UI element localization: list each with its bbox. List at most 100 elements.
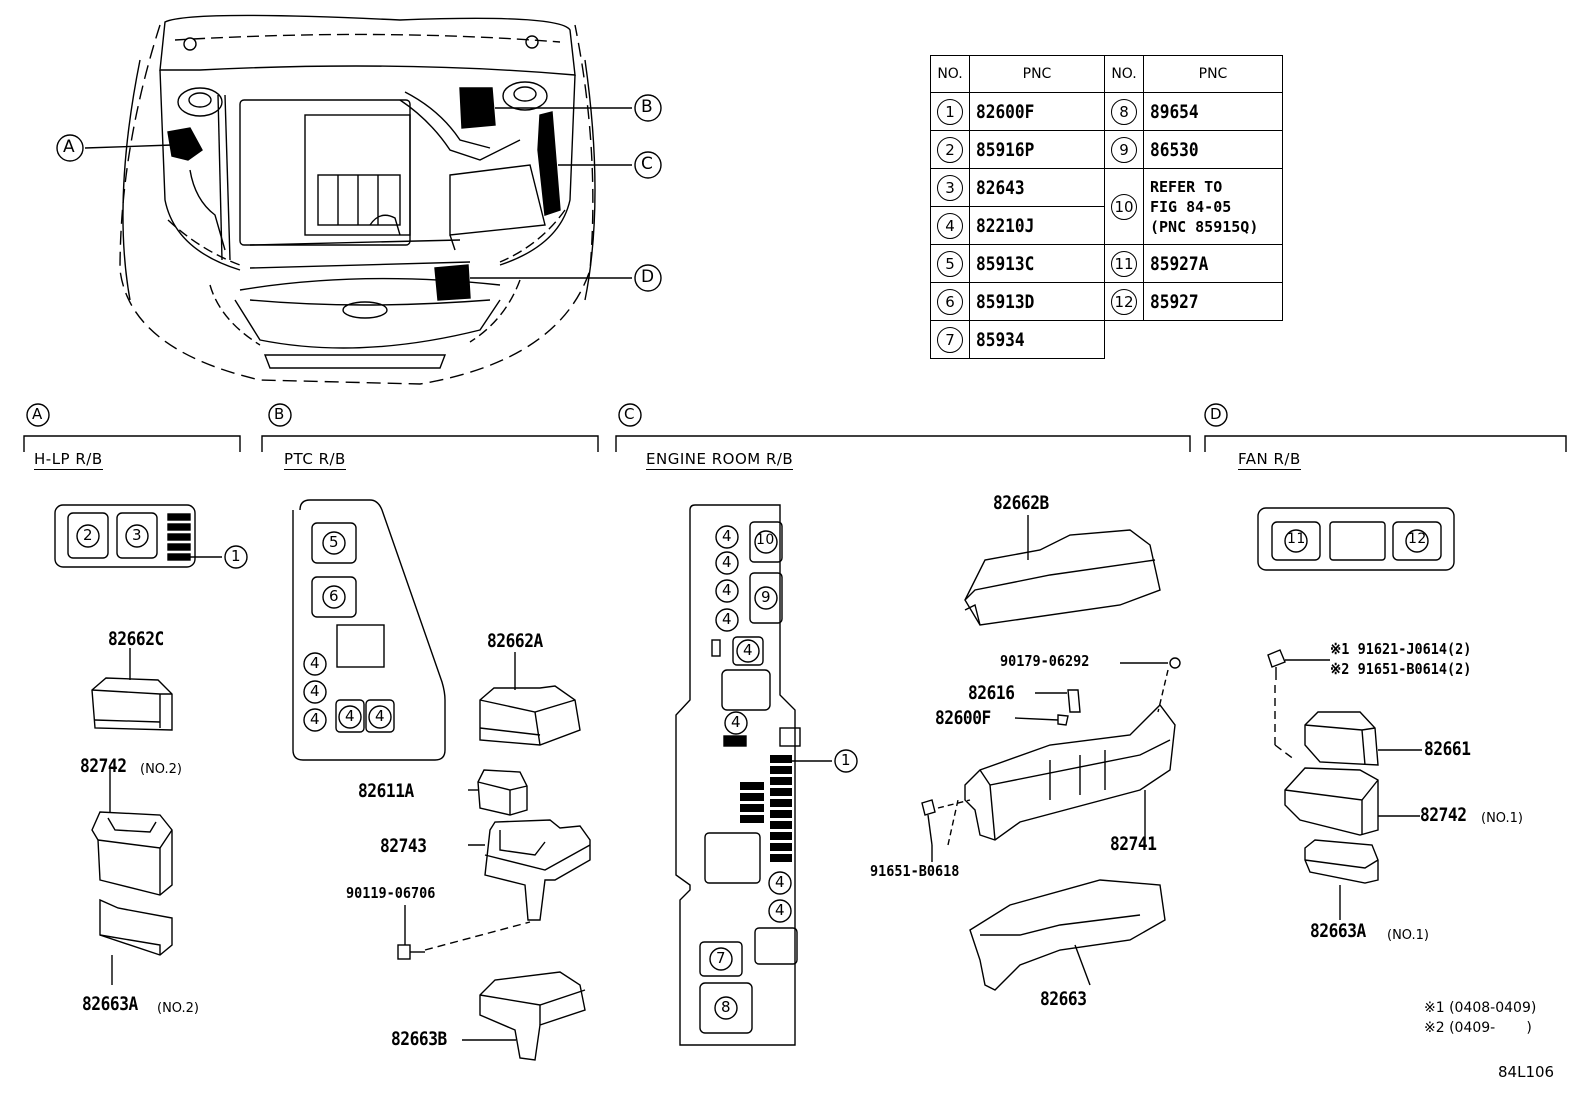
section-letter-a: A <box>32 405 43 423</box>
callout-c: C <box>641 154 654 174</box>
figure-id: 84L106 <box>1498 1063 1555 1081</box>
part-82663b: 82663B <box>391 1028 447 1050</box>
box-number: 7 <box>716 949 727 967</box>
pnc-value: 82600F <box>976 100 1035 123</box>
box-number: 4 <box>731 713 742 731</box>
date-note-2: ※2 (0409- ) <box>1424 1020 1532 1036</box>
section-b-drawing <box>292 499 591 1061</box>
box-number: 11 <box>1287 531 1306 547</box>
pnc-value: 82210J <box>976 214 1035 237</box>
callout-b: B <box>641 97 654 117</box>
part-82742-no1-note: (NO.1) <box>1481 811 1523 826</box>
section-title-a: H-LP R/B <box>34 450 103 470</box>
box-number: 9 <box>761 588 772 606</box>
table-row: 7 85934 <box>930 320 1283 359</box>
box-number: 1 <box>231 547 242 565</box>
box-number: 1 <box>841 751 852 769</box>
part-82663a-no1-note: (NO.1) <box>1387 928 1429 943</box>
row-number: 12 <box>1111 288 1137 315</box>
box-number: 4 <box>775 873 786 891</box>
section-letter-d: D <box>1210 405 1223 423</box>
row-number: 5 <box>937 250 963 277</box>
part-82661: 82661 <box>1424 738 1471 760</box>
section-a-drawing <box>54 504 248 985</box>
part-82663a-no1: 82663A <box>1310 920 1366 942</box>
table-header-row: NO. PNC NO. PNC <box>930 55 1283 93</box>
pnc-value: 85916P <box>976 138 1035 161</box>
table-header: NO. <box>1104 55 1144 93</box>
refer-note: REFER TO FIG 84-05 (PNC 85915Q) <box>1143 168 1283 245</box>
part-82616: 82616 <box>968 682 1015 704</box>
engine-bay-illustration <box>84 14 632 385</box>
box-number: 10 <box>756 532 775 548</box>
refer-line: (PNC 85915Q) <box>1150 217 1259 236</box>
part-91621-j0614: ※1 91621-J0614(2) <box>1330 640 1472 658</box>
part-82611a: 82611A <box>358 780 414 802</box>
box-number: 4 <box>345 707 356 725</box>
part-82742-no2-note: (NO.2) <box>140 762 182 777</box>
box-number: 4 <box>310 682 321 700</box>
pnc-value: 82643 <box>976 176 1025 199</box>
refer-line: FIG 84-05 <box>1150 197 1232 216</box>
box-number: 4 <box>722 581 733 599</box>
table-header: PNC <box>969 55 1105 93</box>
box-number: 4 <box>743 641 754 659</box>
table-row: 1 82600F 8 89654 <box>930 92 1283 131</box>
box-number: 4 <box>722 527 733 545</box>
row-number: 2 <box>937 136 963 163</box>
table-row: 2 85916P 9 86530 <box>930 130 1283 169</box>
box-number: 8 <box>721 998 732 1016</box>
pnc-table: NO. PNC NO. PNC 1 82600F 8 89654 2 85916… <box>930 55 1283 359</box>
part-82662b: 82662B <box>993 492 1049 514</box>
table-row: 3 82643 10 REFER TO FIG 84-05 (PNC 85915… <box>930 168 1283 245</box>
part-91651-b0614: ※2 91651-B0614(2) <box>1330 660 1472 678</box>
box-number: 2 <box>83 526 94 544</box>
refer-line: REFER TO <box>1150 177 1223 196</box>
table-row: 6 85913D 12 85927 <box>930 282 1283 321</box>
row-number: 4 <box>937 212 963 239</box>
row-number: 8 <box>1111 98 1137 125</box>
row-number: 3 <box>937 174 963 201</box>
box-number: 4 <box>375 707 386 725</box>
pnc-value: 85913C <box>976 252 1035 275</box>
row-number: 10 <box>1111 193 1137 220</box>
box-number: 3 <box>132 526 143 544</box>
row-number: 9 <box>1111 136 1137 163</box>
box-number: 4 <box>722 553 733 571</box>
part-90179-06292: 90179-06292 <box>1000 652 1090 670</box>
table-header: PNC <box>1143 55 1283 93</box>
row-number: 11 <box>1111 250 1137 277</box>
pnc-value: 89654 <box>1150 100 1199 123</box>
box-number: 4 <box>310 710 321 728</box>
box-number: 6 <box>329 587 340 605</box>
box-number: 4 <box>310 654 321 672</box>
callout-a: A <box>63 137 76 157</box>
pnc-value: 85913D <box>976 290 1035 313</box>
part-82663a-no2-note: (NO.2) <box>157 1001 199 1016</box>
row-number: 7 <box>937 326 963 353</box>
part-82742-no2: 82742 <box>80 755 127 777</box>
part-82742-no1: 82742 <box>1420 804 1467 826</box>
part-82662c: 82662C <box>108 628 164 650</box>
pnc-value: 86530 <box>1150 138 1199 161</box>
box-number: 5 <box>329 533 340 551</box>
table-header: NO. <box>930 55 970 93</box>
part-90119-06706: 90119-06706 <box>346 884 436 902</box>
section-title-b: PTC R/B <box>284 450 346 470</box>
section-title-d: FAN R/B <box>1238 450 1301 470</box>
date-note-1: ※1 (0408-0409) <box>1424 1000 1537 1016</box>
callout-d: D <box>641 267 655 287</box>
section-d-drawing <box>1257 507 1455 920</box>
part-82600f: 82600F <box>935 707 991 729</box>
part-82663: 82663 <box>1040 988 1087 1010</box>
pnc-value: 85927A <box>1150 252 1209 275</box>
part-82663a-no2: 82663A <box>82 993 138 1015</box>
part-82662a: 82662A <box>487 630 543 652</box>
box-number: 4 <box>775 901 786 919</box>
part-82741: 82741 <box>1110 833 1157 855</box>
box-number: 4 <box>722 610 733 628</box>
box-number: 12 <box>1408 531 1427 547</box>
part-82743: 82743 <box>380 835 427 857</box>
